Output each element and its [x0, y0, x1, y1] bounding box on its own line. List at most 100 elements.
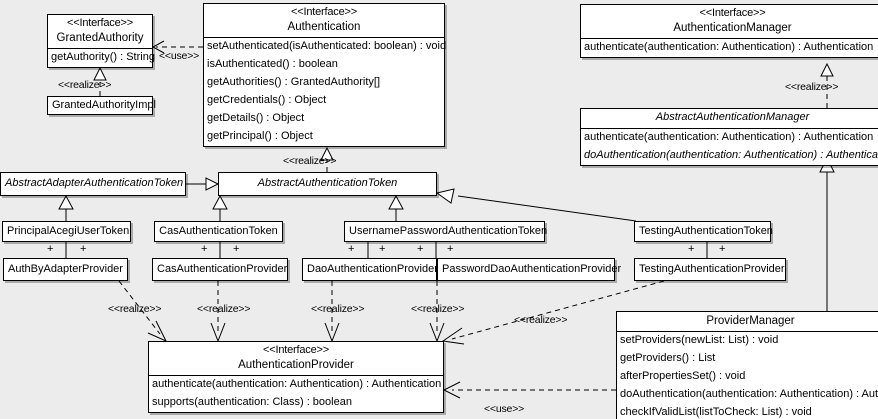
member-row: getAuthorities() : GrantedAuthority[]: [207, 76, 381, 88]
class-members: getAuthority() : String: [48, 48, 155, 67]
class-name: AbstractAuthenticationManager: [655, 111, 810, 123]
stereotype-label: <<Interface>>: [699, 7, 766, 19]
multiplicity-plus: +: [719, 243, 726, 255]
edge-label-realize-password-dao-provider: <<realize>>: [411, 303, 465, 315]
arrowhead-generalize-username-token: [388, 194, 404, 210]
multiplicity-plus: +: [417, 243, 424, 255]
class-dao-authentication-provider[interactable]: DaoAuthenticationProvider: [302, 258, 438, 281]
class-testing-authentication-token[interactable]: TestingAuthenticationToken: [634, 221, 773, 242]
class-name: AbstractAuthenticationToken: [257, 177, 398, 189]
class-members: authenticate(authentication: Authenticat…: [149, 375, 443, 412]
arrowhead-generalize-adapter-token: [205, 177, 220, 191]
class-header: ProviderManager: [617, 312, 878, 331]
edge-label-realize-granted-authority: <<realize>>: [58, 79, 112, 91]
member-row: getAuthority() : String: [51, 51, 155, 64]
multiplicity-plus: +: [447, 243, 454, 255]
class-name: Authentication: [287, 20, 361, 33]
member-row: authenticate(authentication: Authenticat…: [152, 378, 442, 391]
class-principal-acegi-user-token[interactable]: PrincipalAcegiUserToken: [2, 221, 131, 242]
edge-label-realize-auth-by-adapter: <<realize>>: [108, 303, 162, 315]
class-name: TestingAuthenticationProvider: [639, 263, 785, 275]
arrowhead-generalize-principal-token: [58, 194, 74, 210]
class-abstract-adapter-authentication-token[interactable]: AbstractAdapterAuthenticationToken: [0, 172, 186, 196]
member-row: authenticate(authentication: Authenticat…: [584, 41, 874, 54]
edge-realize-testing-provider: [451, 280, 665, 340]
class-cas-authentication-provider[interactable]: CasAuthenticationProvider: [152, 258, 288, 281]
class-header: <<Interface>> AuthenticationManager: [581, 5, 878, 38]
stereotype-label: <<Interface>>: [291, 6, 357, 18]
class-name: DaoAuthenticationProvider: [307, 263, 438, 275]
arrowhead-realize-testing-provider: [441, 327, 465, 345]
arrowhead-realize-cas-provider: [210, 322, 226, 343]
member-row: isAuthenticated() : boolean: [207, 58, 338, 71]
class-auth-by-adapter-provider[interactable]: AuthByAdapterProvider: [3, 258, 128, 281]
class-authentication-provider[interactable]: <<Interface>> AuthenticationProvider aut…: [148, 341, 444, 413]
class-password-dao-authentication-provider[interactable]: PasswordDaoAuthenticationProvider: [437, 258, 621, 281]
class-name: CasAuthenticationToken: [159, 225, 278, 237]
class-testing-authentication-provider[interactable]: TestingAuthenticationProvider: [634, 258, 786, 281]
member-row: getDetails() : Object: [207, 111, 305, 124]
edge-label-realize-abstract-token: <<realize>>: [283, 155, 337, 167]
member-row: afterPropertiesSet() : void: [620, 370, 746, 383]
stereotype-label: <<Interface>>: [67, 17, 133, 29]
arrowhead-use-provider-manager: [442, 381, 461, 399]
edge-label-realize-dao-provider: <<realize>>: [311, 303, 365, 315]
class-name: AuthenticationProvider: [238, 358, 354, 371]
class-header: AbstractAuthenticationManager: [581, 109, 878, 128]
multiplicity-plus: +: [233, 243, 240, 255]
arrowhead-use-granted-authority: [151, 40, 165, 54]
member-row: supports(authentication: Class) : boolea…: [152, 396, 352, 409]
class-name: ProviderManager: [706, 315, 795, 327]
class-abstract-authentication-token[interactable]: AbstractAuthenticationToken: [218, 172, 437, 196]
class-granted-authority[interactable]: <<Interface>> GrantedAuthority getAuthor…: [47, 14, 155, 69]
class-members: authenticate(authentication: Authenticat…: [581, 127, 878, 165]
edge-label-realize-provider-manager: <<realize>>: [514, 314, 568, 326]
member-row: authenticate(authentication: Authenticat…: [584, 130, 874, 143]
class-name: GrantedAuthorityImpl: [52, 99, 156, 111]
class-provider-manager[interactable]: ProviderManager setProviders(newList: Li…: [616, 311, 878, 419]
member-row: getPrincipal() : Object: [207, 129, 313, 142]
class-name: CasAuthenticationProvider: [157, 263, 288, 275]
multiplicity-plus: +: [201, 243, 208, 255]
edge-label-use-granted-authority: <<use>>: [159, 50, 200, 62]
member-row: doAuthentication(authentication: Authent…: [620, 388, 878, 401]
arrowhead-generalize-testing-token: [435, 188, 455, 204]
member-row: checkIfValidList(listToCheck: List) : vo…: [620, 406, 812, 419]
arrowhead-realize-authentication: [320, 146, 334, 161]
class-username-password-authentication-token[interactable]: UsernamePasswordAuthenticationToken: [344, 221, 548, 242]
multiplicity-plus: +: [80, 243, 87, 255]
class-name: UsernamePasswordAuthenticationToken: [349, 225, 548, 237]
member-row: setAuthenticated(isAuthenticated: boolea…: [207, 40, 447, 53]
edge-realize-auth-by-adapter: [118, 280, 161, 335]
arrowhead-realize-granted-authority: [93, 66, 107, 81]
class-authentication[interactable]: <<Interface>> Authentication setAuthenti…: [203, 3, 447, 147]
edge-label-realize-auth-manager: <<realize>>: [785, 81, 839, 93]
multiplicity-plus: +: [688, 243, 695, 255]
class-header: <<Interface>> AuthenticationProvider: [149, 342, 443, 375]
class-granted-authority-impl[interactable]: GrantedAuthorityImpl: [47, 96, 156, 115]
class-name: AuthenticationManager: [673, 21, 792, 34]
edge-label-use-provider-manager: <<use>>: [484, 403, 525, 415]
arrowhead-generalize-cas-token: [212, 194, 228, 210]
class-name: TestingAuthenticationToken: [639, 225, 773, 237]
member-row: doAuthentication(authentication: Authent…: [584, 148, 878, 161]
class-abstract-authentication-manager[interactable]: AbstractAuthenticationManager authentica…: [580, 108, 878, 166]
class-members: setAuthenticated(isAuthenticated: boolea…: [204, 37, 447, 146]
edge-generalize-testing-token: [457, 195, 637, 222]
class-cas-authentication-token[interactable]: CasAuthenticationToken: [154, 221, 283, 242]
class-header: <<Interface>> GrantedAuthority: [48, 15, 152, 48]
member-row: getCredentials() : Object: [207, 93, 327, 106]
multiplicity-plus: +: [379, 243, 386, 255]
multiplicity-plus: +: [47, 243, 54, 255]
class-header: <<Interface>> Authentication: [204, 4, 444, 37]
arrowhead-realize-password-dao-provider: [429, 322, 445, 343]
stereotype-label: <<Interface>>: [263, 344, 329, 356]
arrowhead-realize-authentication-manager: [820, 62, 834, 77]
class-members: authenticate(authentication: Authenticat…: [581, 38, 878, 57]
edge-label-realize-cas-provider: <<realize>>: [197, 303, 251, 315]
class-authentication-manager[interactable]: <<Interface>> AuthenticationManager auth…: [580, 4, 878, 59]
class-name: GrantedAuthority: [56, 31, 144, 44]
arrowhead-realize-auth-by-adapter: [147, 320, 168, 343]
